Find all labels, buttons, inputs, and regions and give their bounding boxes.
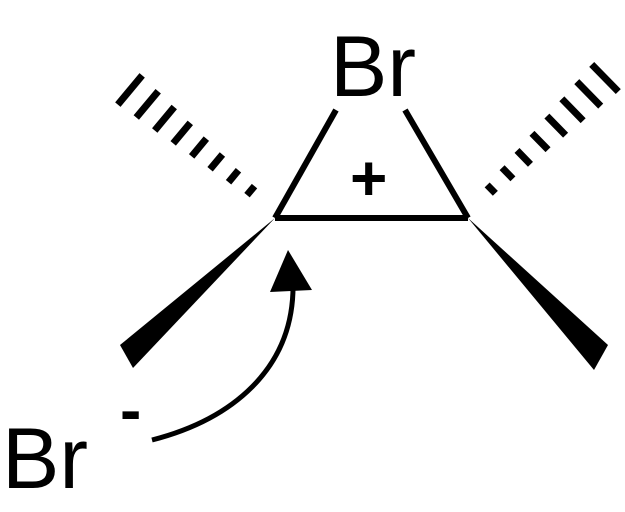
hashed-bond-right — [484, 61, 621, 196]
positive-charge: + — [350, 142, 387, 214]
hash-mark — [574, 79, 604, 109]
hash-mark — [544, 113, 569, 138]
hashed-bond-left — [115, 73, 258, 198]
hash-mark — [559, 96, 586, 124]
hash-mark — [170, 120, 194, 146]
hash-mark — [152, 104, 177, 133]
hash-mark — [133, 88, 161, 120]
hash-mark — [514, 148, 533, 167]
hash-mark — [589, 61, 621, 95]
hash-mark — [207, 152, 226, 172]
hash-mark — [499, 165, 516, 182]
hash-mark — [244, 183, 258, 198]
wedge-bond-right — [468, 218, 608, 370]
c-br-bond-left — [272, 108, 339, 220]
hash-mark — [225, 168, 242, 185]
hash-mark — [115, 73, 145, 107]
hash-mark — [529, 130, 551, 153]
wedge-bond-left — [120, 218, 275, 368]
bromide-label: Br — [2, 411, 88, 507]
bromide-charge: - — [120, 374, 141, 446]
curved-arrow — [151, 281, 296, 443]
hash-mark — [484, 182, 498, 196]
c-br-bond-right — [402, 108, 471, 220]
bromine-label: Br — [330, 19, 416, 115]
arrowhead-icon — [270, 250, 312, 292]
hash-mark — [188, 136, 210, 159]
